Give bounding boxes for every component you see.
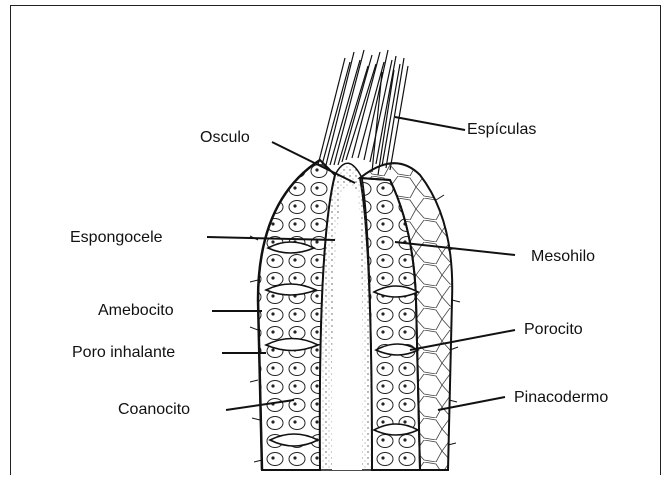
- label-espiculas: Espículas: [467, 121, 536, 139]
- label-osculo: Osculo: [200, 129, 250, 147]
- spicules-tuft: [318, 50, 408, 175]
- label-pinacodermo: Pinacodermo: [514, 389, 608, 407]
- right-body-wall: [360, 163, 452, 470]
- label-poro-inhalante: Poro inhalante: [72, 344, 175, 362]
- label-porocito: Porocito: [524, 321, 583, 339]
- label-mesohilo: Mesohilo: [531, 248, 595, 266]
- label-amebocito: Amebocito: [98, 302, 174, 320]
- label-coanocito: Coanocito: [118, 401, 190, 419]
- label-espongocele: Espongocele: [70, 229, 163, 247]
